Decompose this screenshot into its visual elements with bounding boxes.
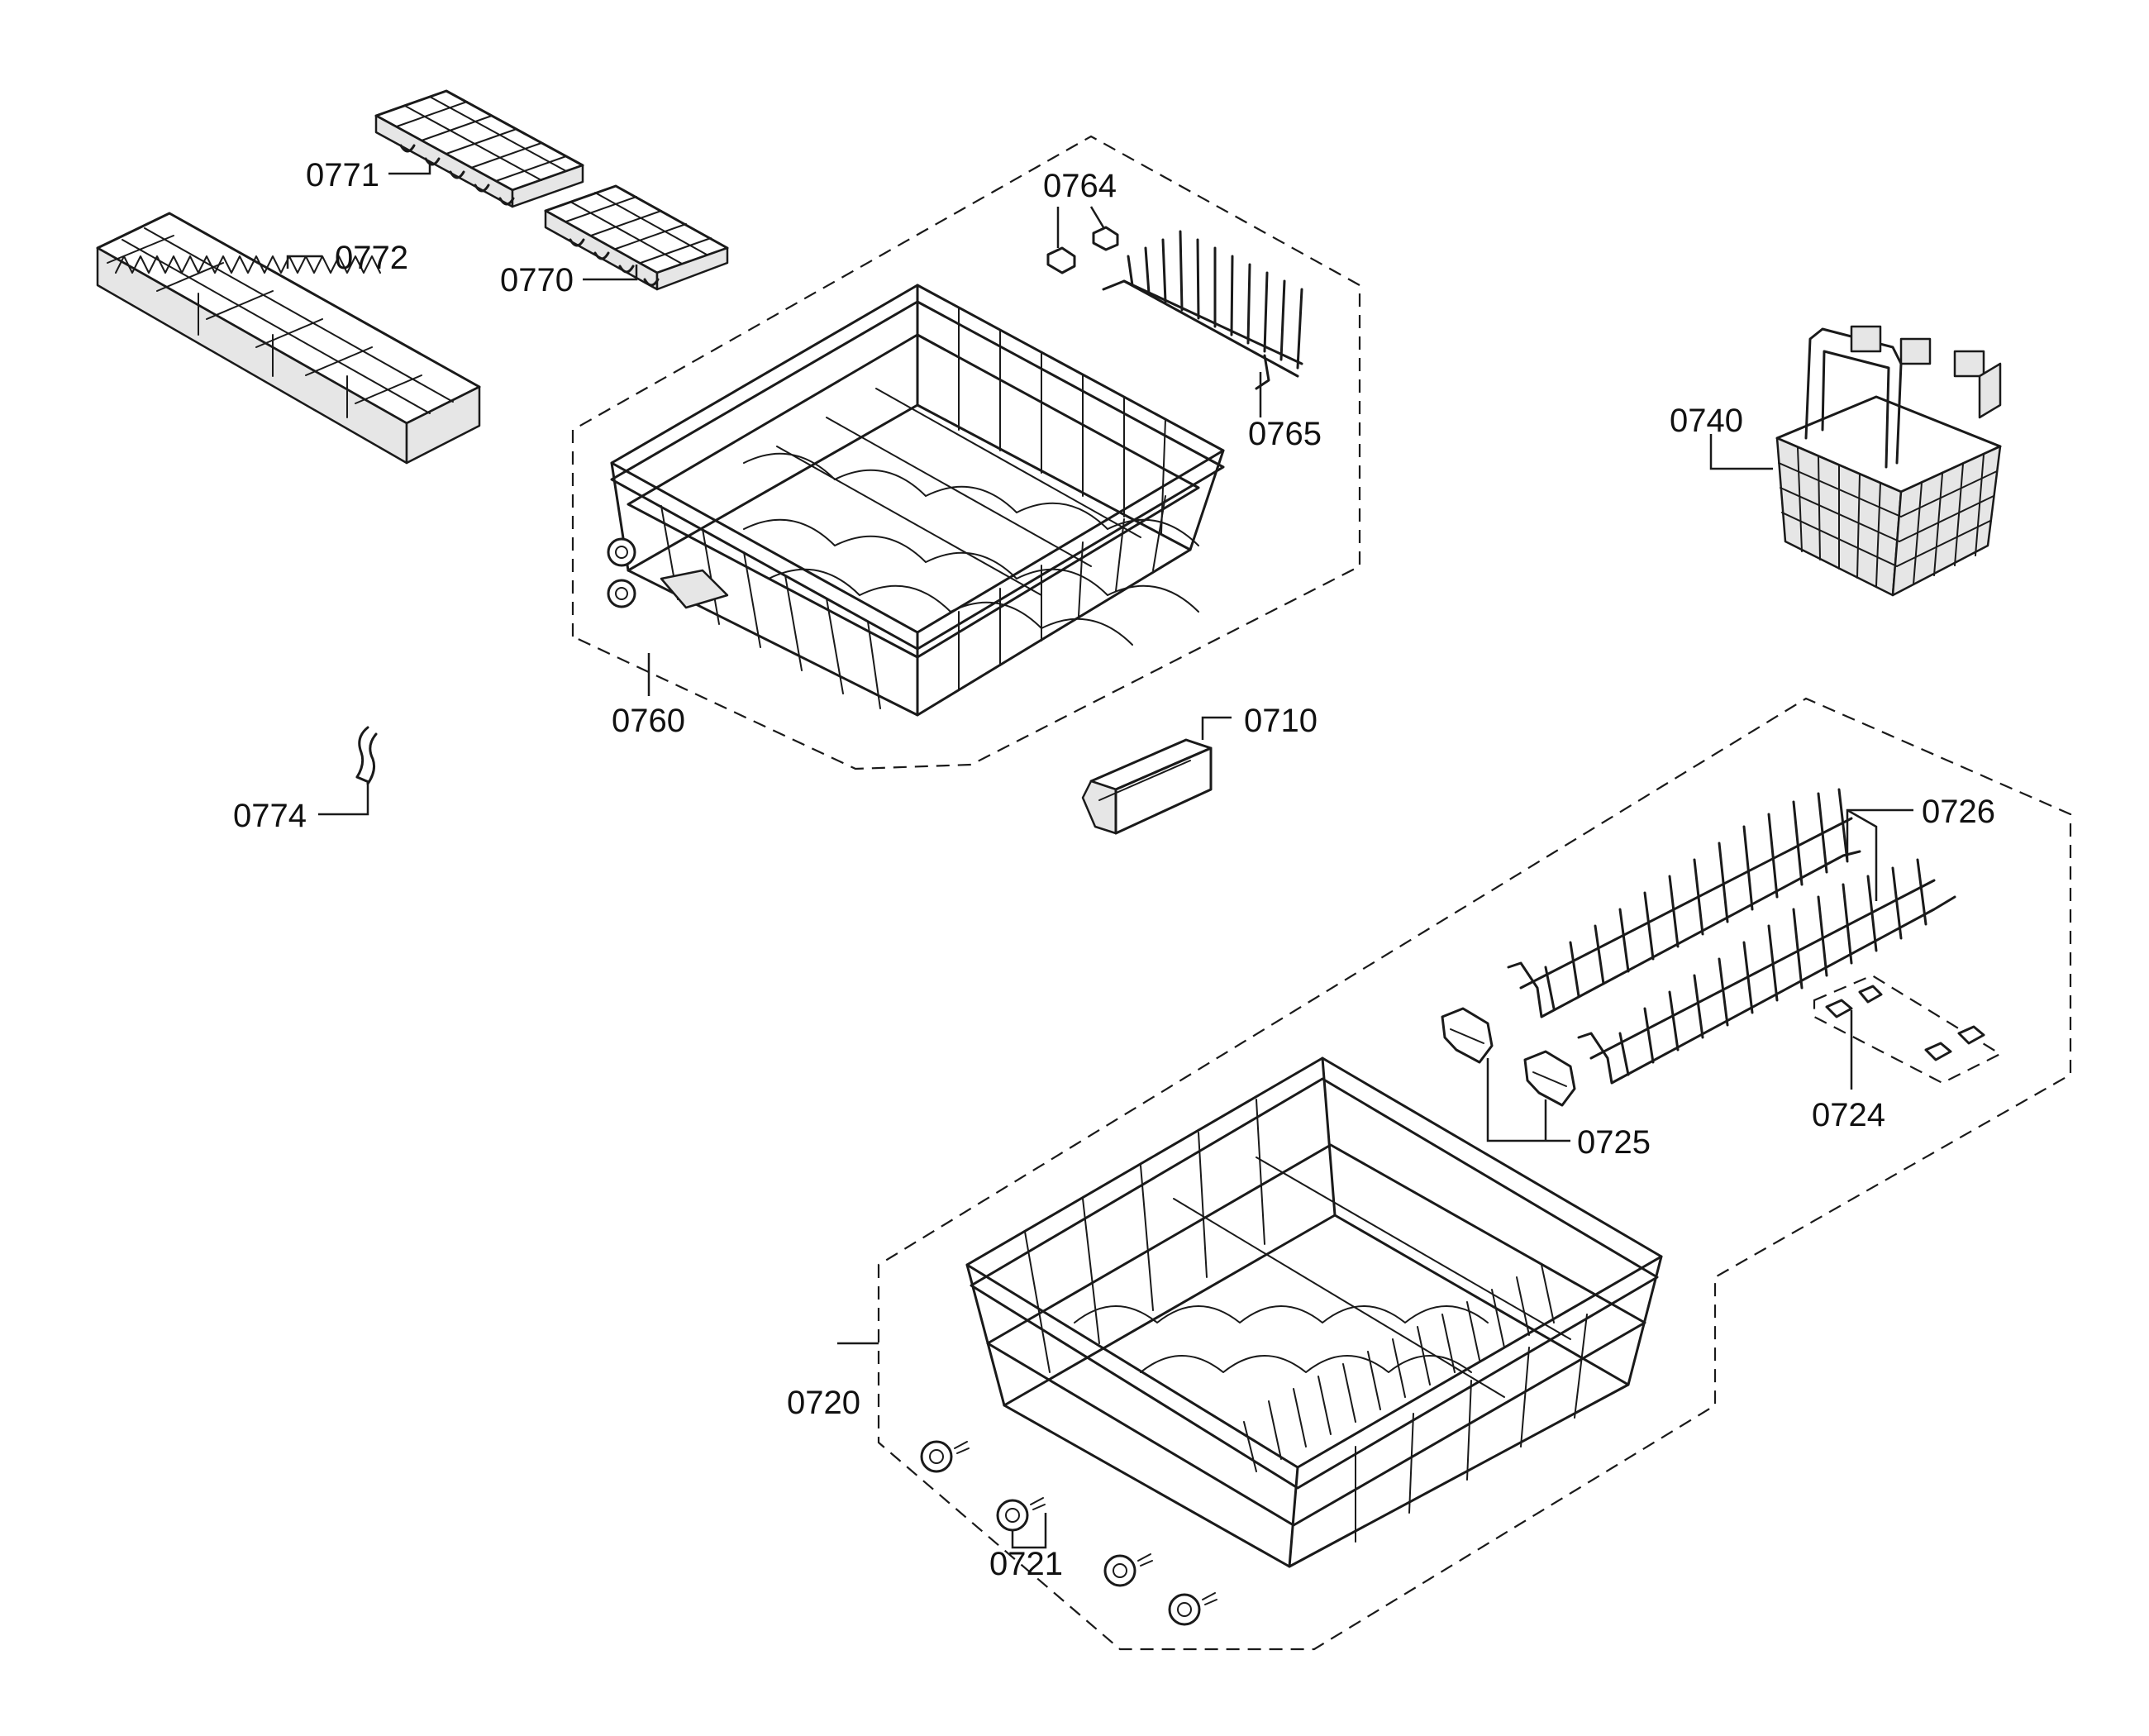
- leader-0772: [286, 255, 322, 269]
- leader-0771: [388, 161, 431, 175]
- leader-0725: [1486, 1058, 1570, 1142]
- upper-rack-0760-drawing: [607, 284, 1225, 717]
- small-items-holder-0710-drawing: [1081, 738, 1213, 835]
- rack-wheels-0721-drawing: [920, 1440, 1217, 1626]
- part-label-0710: 0710: [1244, 703, 1318, 739]
- leader-0774: [318, 781, 369, 816]
- part-label-0772: 0772: [335, 240, 408, 276]
- leader-0770: [583, 265, 638, 281]
- part-label-0740: 0740: [1670, 403, 1743, 439]
- leader-0764b: [1089, 206, 1105, 228]
- clip-set-outline: [1813, 974, 2003, 1085]
- part-label-0724: 0724: [1812, 1097, 1885, 1133]
- cutlery-basket-0740-drawing: [1775, 325, 2002, 597]
- part-label-0764: 0764: [1043, 168, 1117, 204]
- part-label-0725: 0725: [1577, 1124, 1651, 1161]
- rack-clip-0764-drawing: [1046, 226, 1119, 274]
- leader-lines: [286, 161, 1913, 1549]
- cup-shelf-0771-drawing: [374, 89, 584, 208]
- clip-set-0724-drawing: [1825, 985, 1985, 1061]
- part-label-0771: 0771: [306, 157, 379, 193]
- lower-rack-0720-drawing: [965, 1056, 1663, 1568]
- part-label-0721: 0721: [989, 1546, 1063, 1582]
- part-label-0720: 0720: [787, 1385, 860, 1421]
- part-label-0774: 0774: [233, 798, 307, 834]
- part-label-0765: 0765: [1248, 416, 1322, 452]
- leader-0726b: [1846, 808, 1878, 901]
- leader-0721: [1011, 1513, 1047, 1549]
- cutlery-tray-0772-drawing: [96, 212, 481, 465]
- cup-shelf-0770-drawing: [544, 184, 729, 291]
- leader-0710: [1201, 716, 1232, 740]
- part-label-0770: 0770: [500, 262, 574, 298]
- part-label-0726: 0726: [1922, 794, 1995, 830]
- tine-row-0765-drawing: [1102, 230, 1303, 390]
- upper-rack-group-outline: [571, 135, 1361, 770]
- tine-hinge-clips-0725-drawing: [1441, 1007, 1576, 1107]
- part-label-0760: 0760: [612, 703, 685, 739]
- lower-rack-group-outline: [877, 697, 2072, 1651]
- hook-clip-0774-drawing: [355, 726, 378, 785]
- leader-0740: [1709, 434, 1773, 470]
- tine-rows-0726-drawing: [1507, 788, 1956, 1085]
